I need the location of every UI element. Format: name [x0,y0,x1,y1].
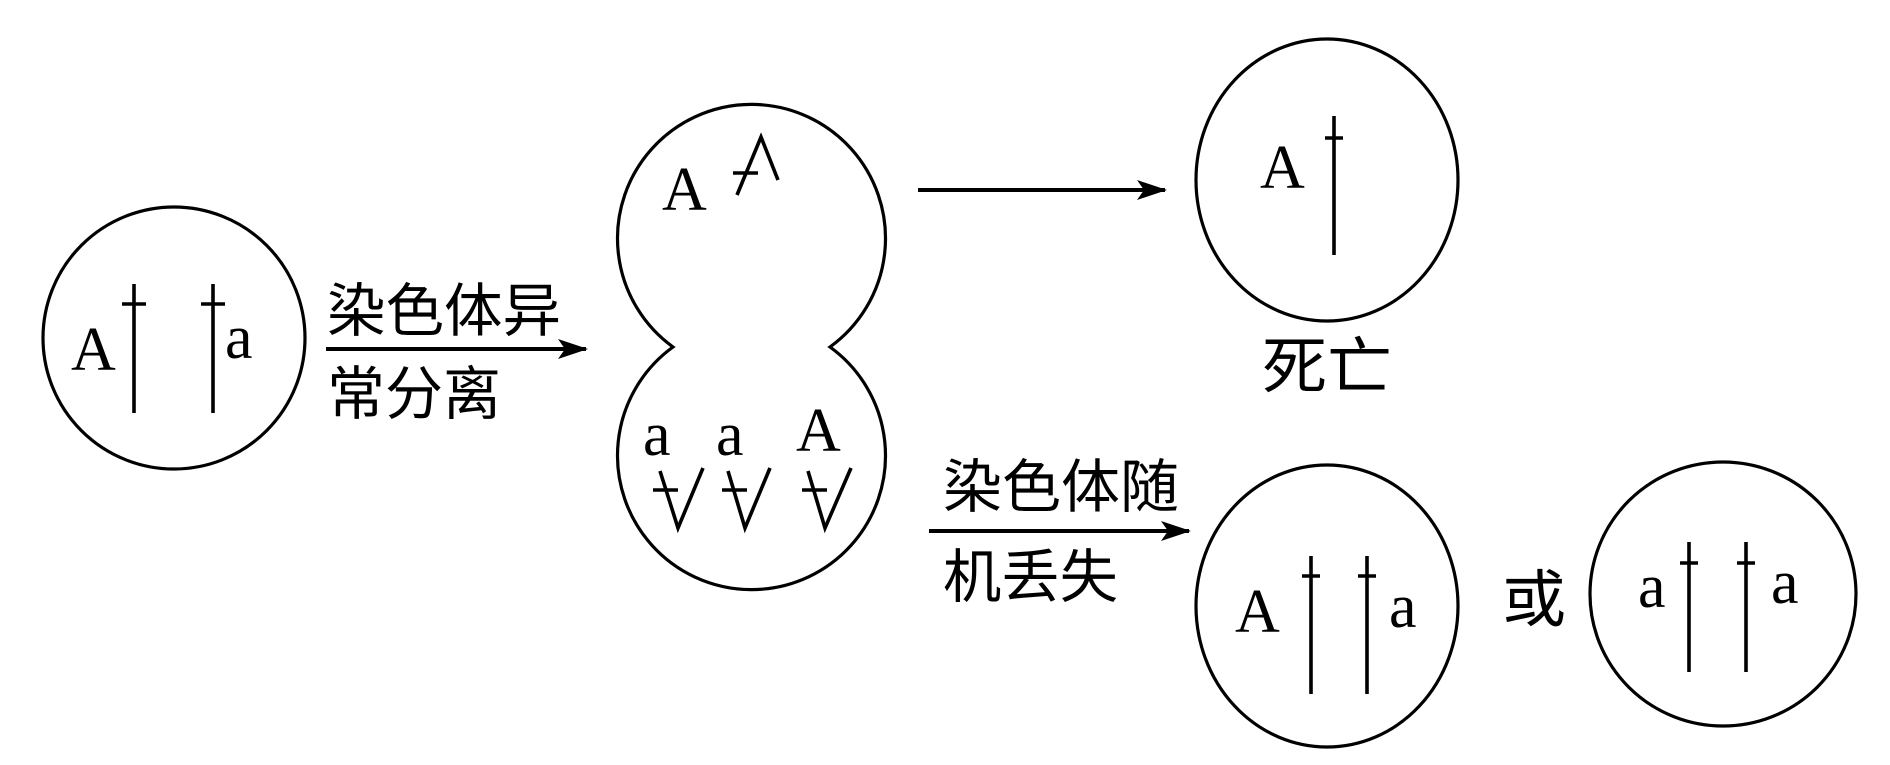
dividing-cell: A a a A [615,102,888,592]
allele-label: a [716,401,744,469]
upper-pole: A [662,132,780,224]
result-cell-aa: a a [1588,460,1858,728]
chromosome-line [726,467,772,534]
lower-pole: a a A [643,397,853,534]
arrow-label-bottom: 常分离 [327,360,501,428]
arrow-label-bottom: 机丢失 [943,543,1118,611]
chromosome-a [201,284,225,413]
allele-label: a [643,401,671,469]
chromosome-line [806,467,853,534]
chromosome-a-bent [722,467,772,534]
result-cell-membrane [1194,463,1460,749]
allele-label: a [1638,553,1666,621]
allele-label: a [1771,549,1799,617]
chromosome-line [735,132,780,196]
chromosome-A-bent [802,467,853,534]
dead-cell-membrane [1194,37,1460,323]
arrow-label-top: 染色体随 [943,453,1179,521]
lower-branch: 染色体随 机丢失 A a 或 a a [929,453,1858,749]
allele-label: A [796,397,841,465]
arrow-label-top: 染色体异 [327,277,561,345]
chromosome-A [122,284,146,413]
result-cell-Aa: A a [1194,463,1460,749]
allele-label: A [662,156,707,224]
chromosome-A-bent [733,132,780,196]
or-label: 或 [1502,563,1566,636]
chromosome-a-bent [653,467,705,534]
outcome-label: 死亡 [1262,330,1392,403]
upper-branch: A 死亡 [918,37,1460,403]
allele-label: A [71,316,116,384]
allele-label: a [225,304,253,372]
chromosome-line [658,467,705,534]
abnormal-segregation-arrow: 染色体异 常分离 [326,277,588,428]
allele-label: A [1235,578,1280,646]
dividing-cell-membrane [615,102,888,592]
allele-label: a [1389,573,1417,641]
parent-cell: A a [41,205,307,471]
allele-label: A [1260,134,1305,202]
parent-cell-membrane [41,205,307,471]
dead-cell: A [1194,37,1460,323]
result-cell-membrane [1588,460,1858,728]
